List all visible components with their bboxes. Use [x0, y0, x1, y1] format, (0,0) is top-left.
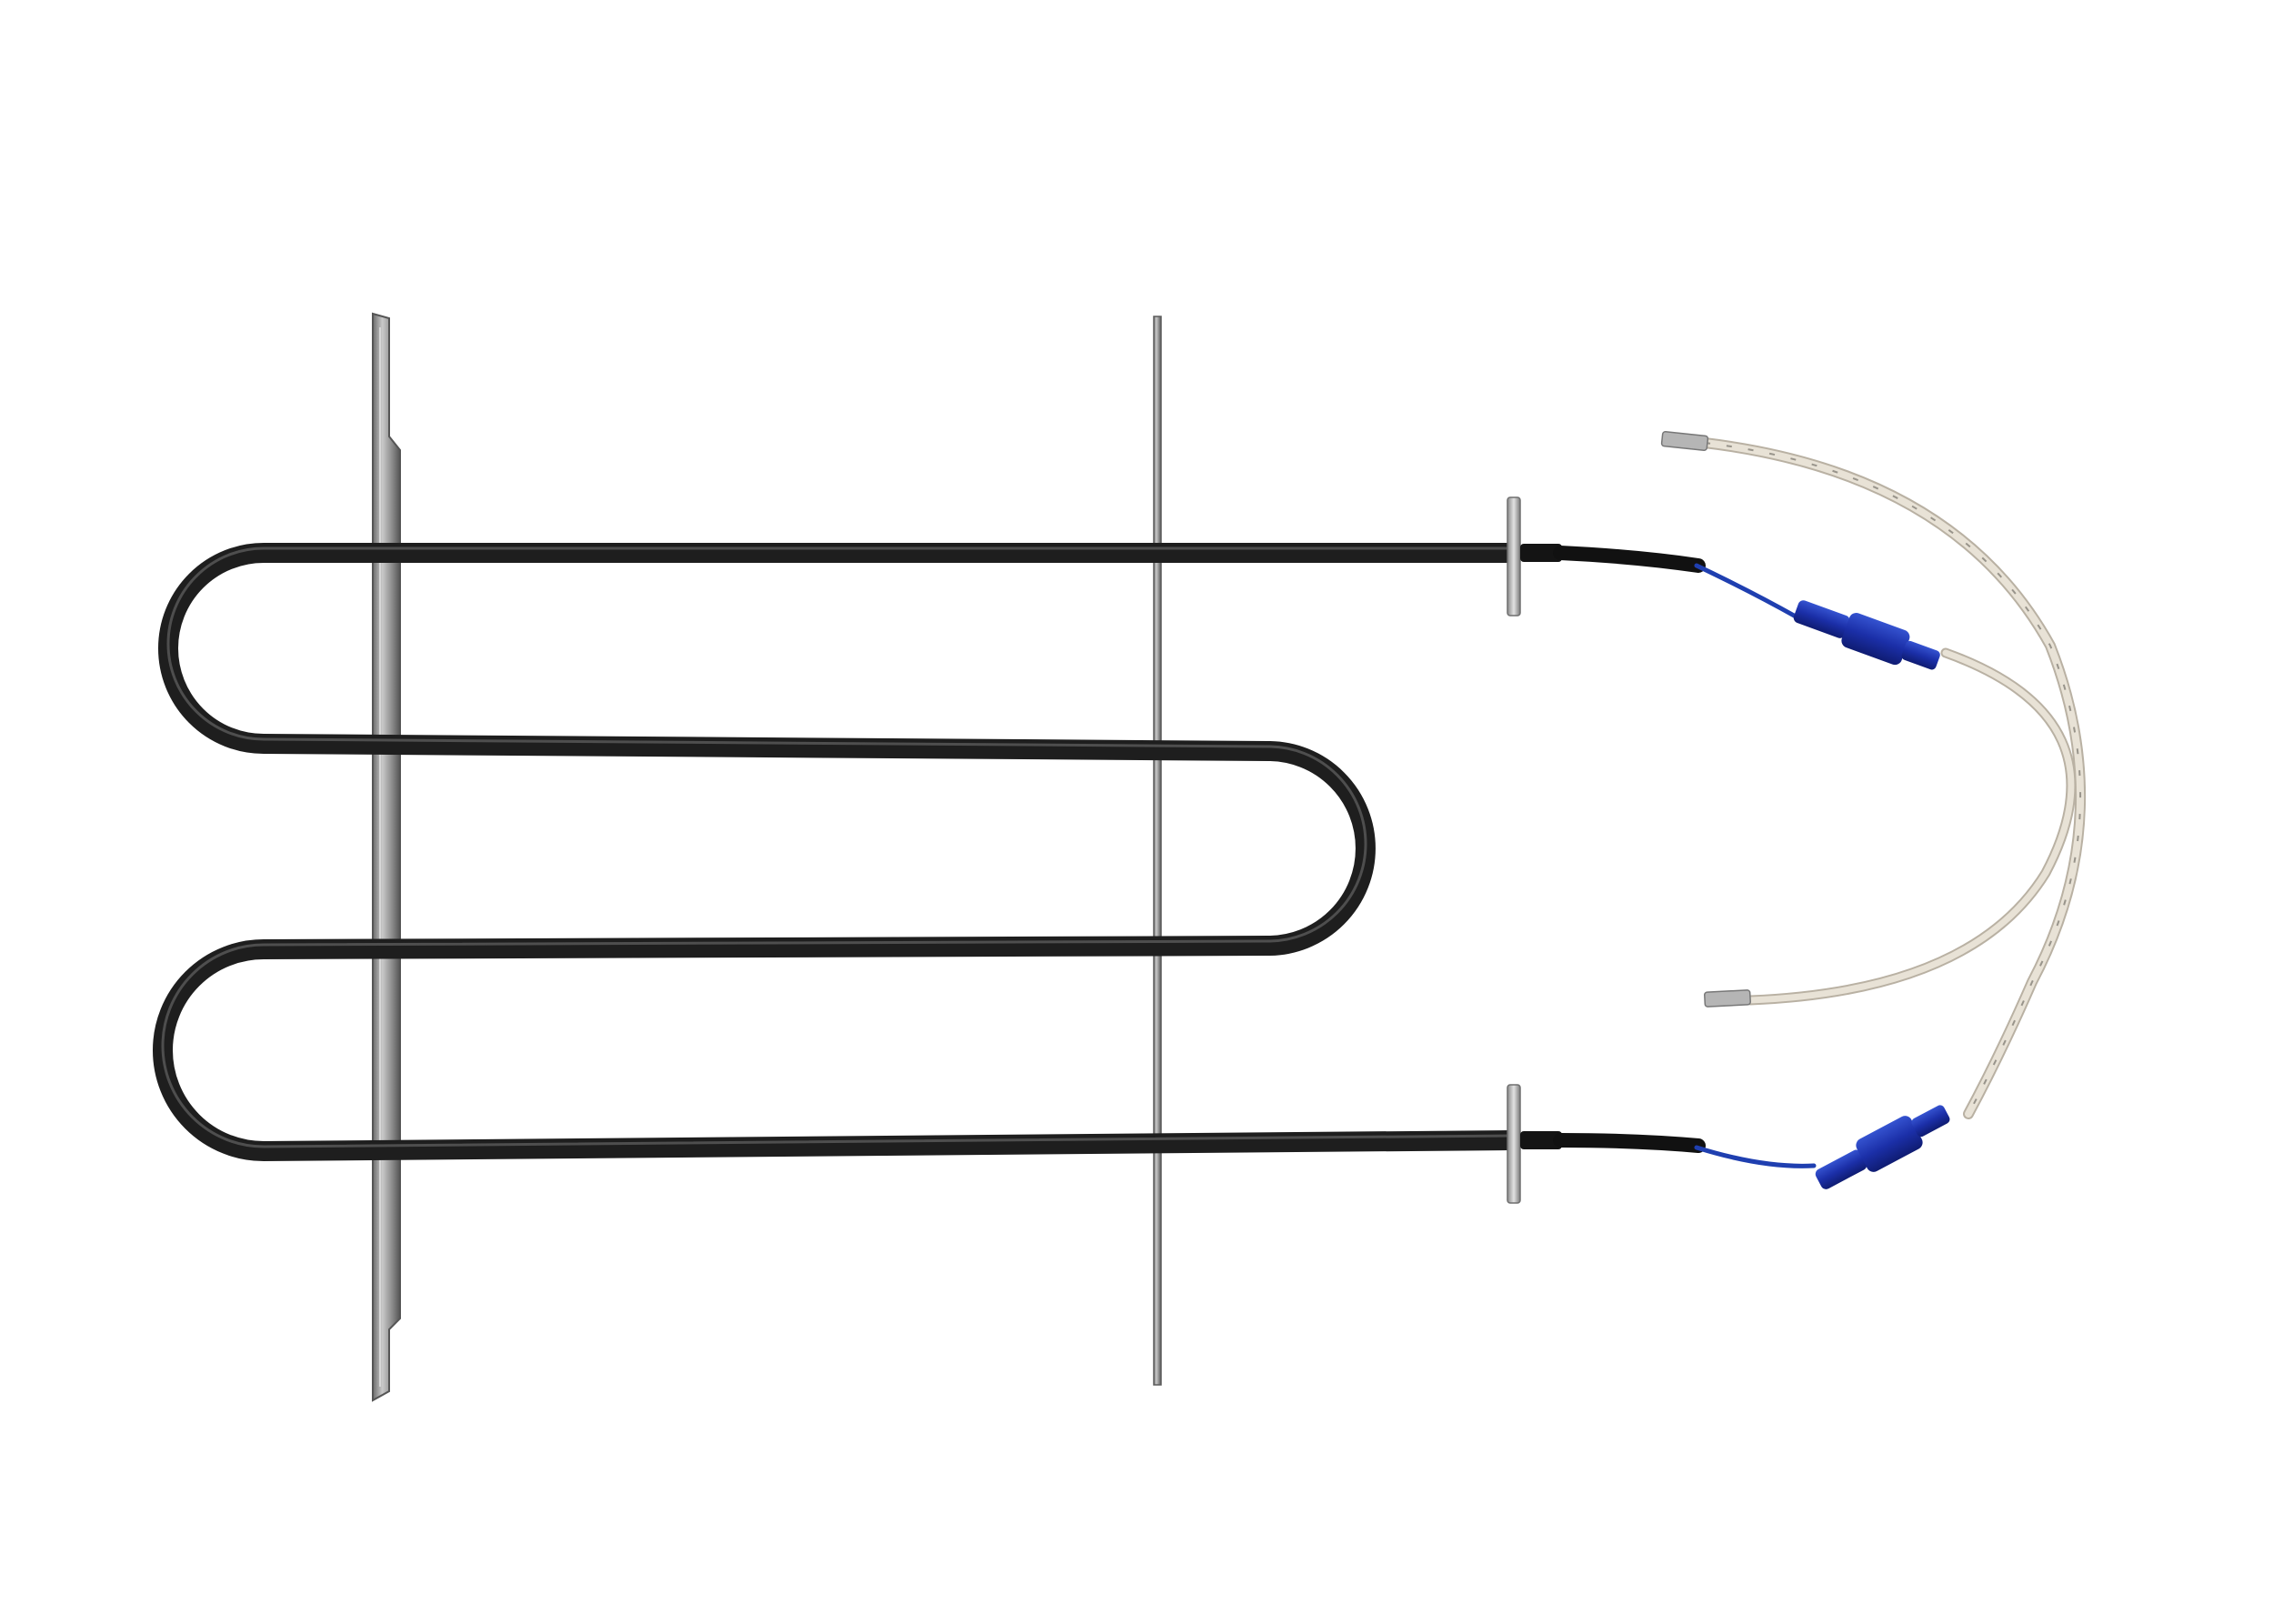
top-terminal-assembly: [1507, 496, 1940, 670]
bottom-blue-lead-wire: [1694, 1145, 1817, 1168]
top-blue-connector: [1793, 600, 1940, 670]
top-blue-lead-wire: [1694, 563, 1798, 619]
inner-wire-terminal: [1704, 989, 1751, 1007]
bottom-flange: [1507, 1084, 1521, 1204]
bottom-terminal-sleeve: [1520, 1131, 1562, 1149]
top-terminal-sleeve: [1520, 544, 1562, 562]
bottom-blue-connector: [1815, 1105, 1950, 1189]
left-mounting-bracket: [372, 312, 401, 1402]
bottom-terminal-assembly: [1507, 1084, 1950, 1204]
white-lead-wire-outer: [1660, 430, 2087, 1119]
heating-element-tube: [153, 543, 1510, 1161]
right-support-rod: [1153, 316, 1162, 1386]
top-flange: [1507, 496, 1521, 617]
outer-wire-terminal: [1660, 430, 1709, 452]
white-jumper-wire-inner: [1704, 647, 2077, 1007]
